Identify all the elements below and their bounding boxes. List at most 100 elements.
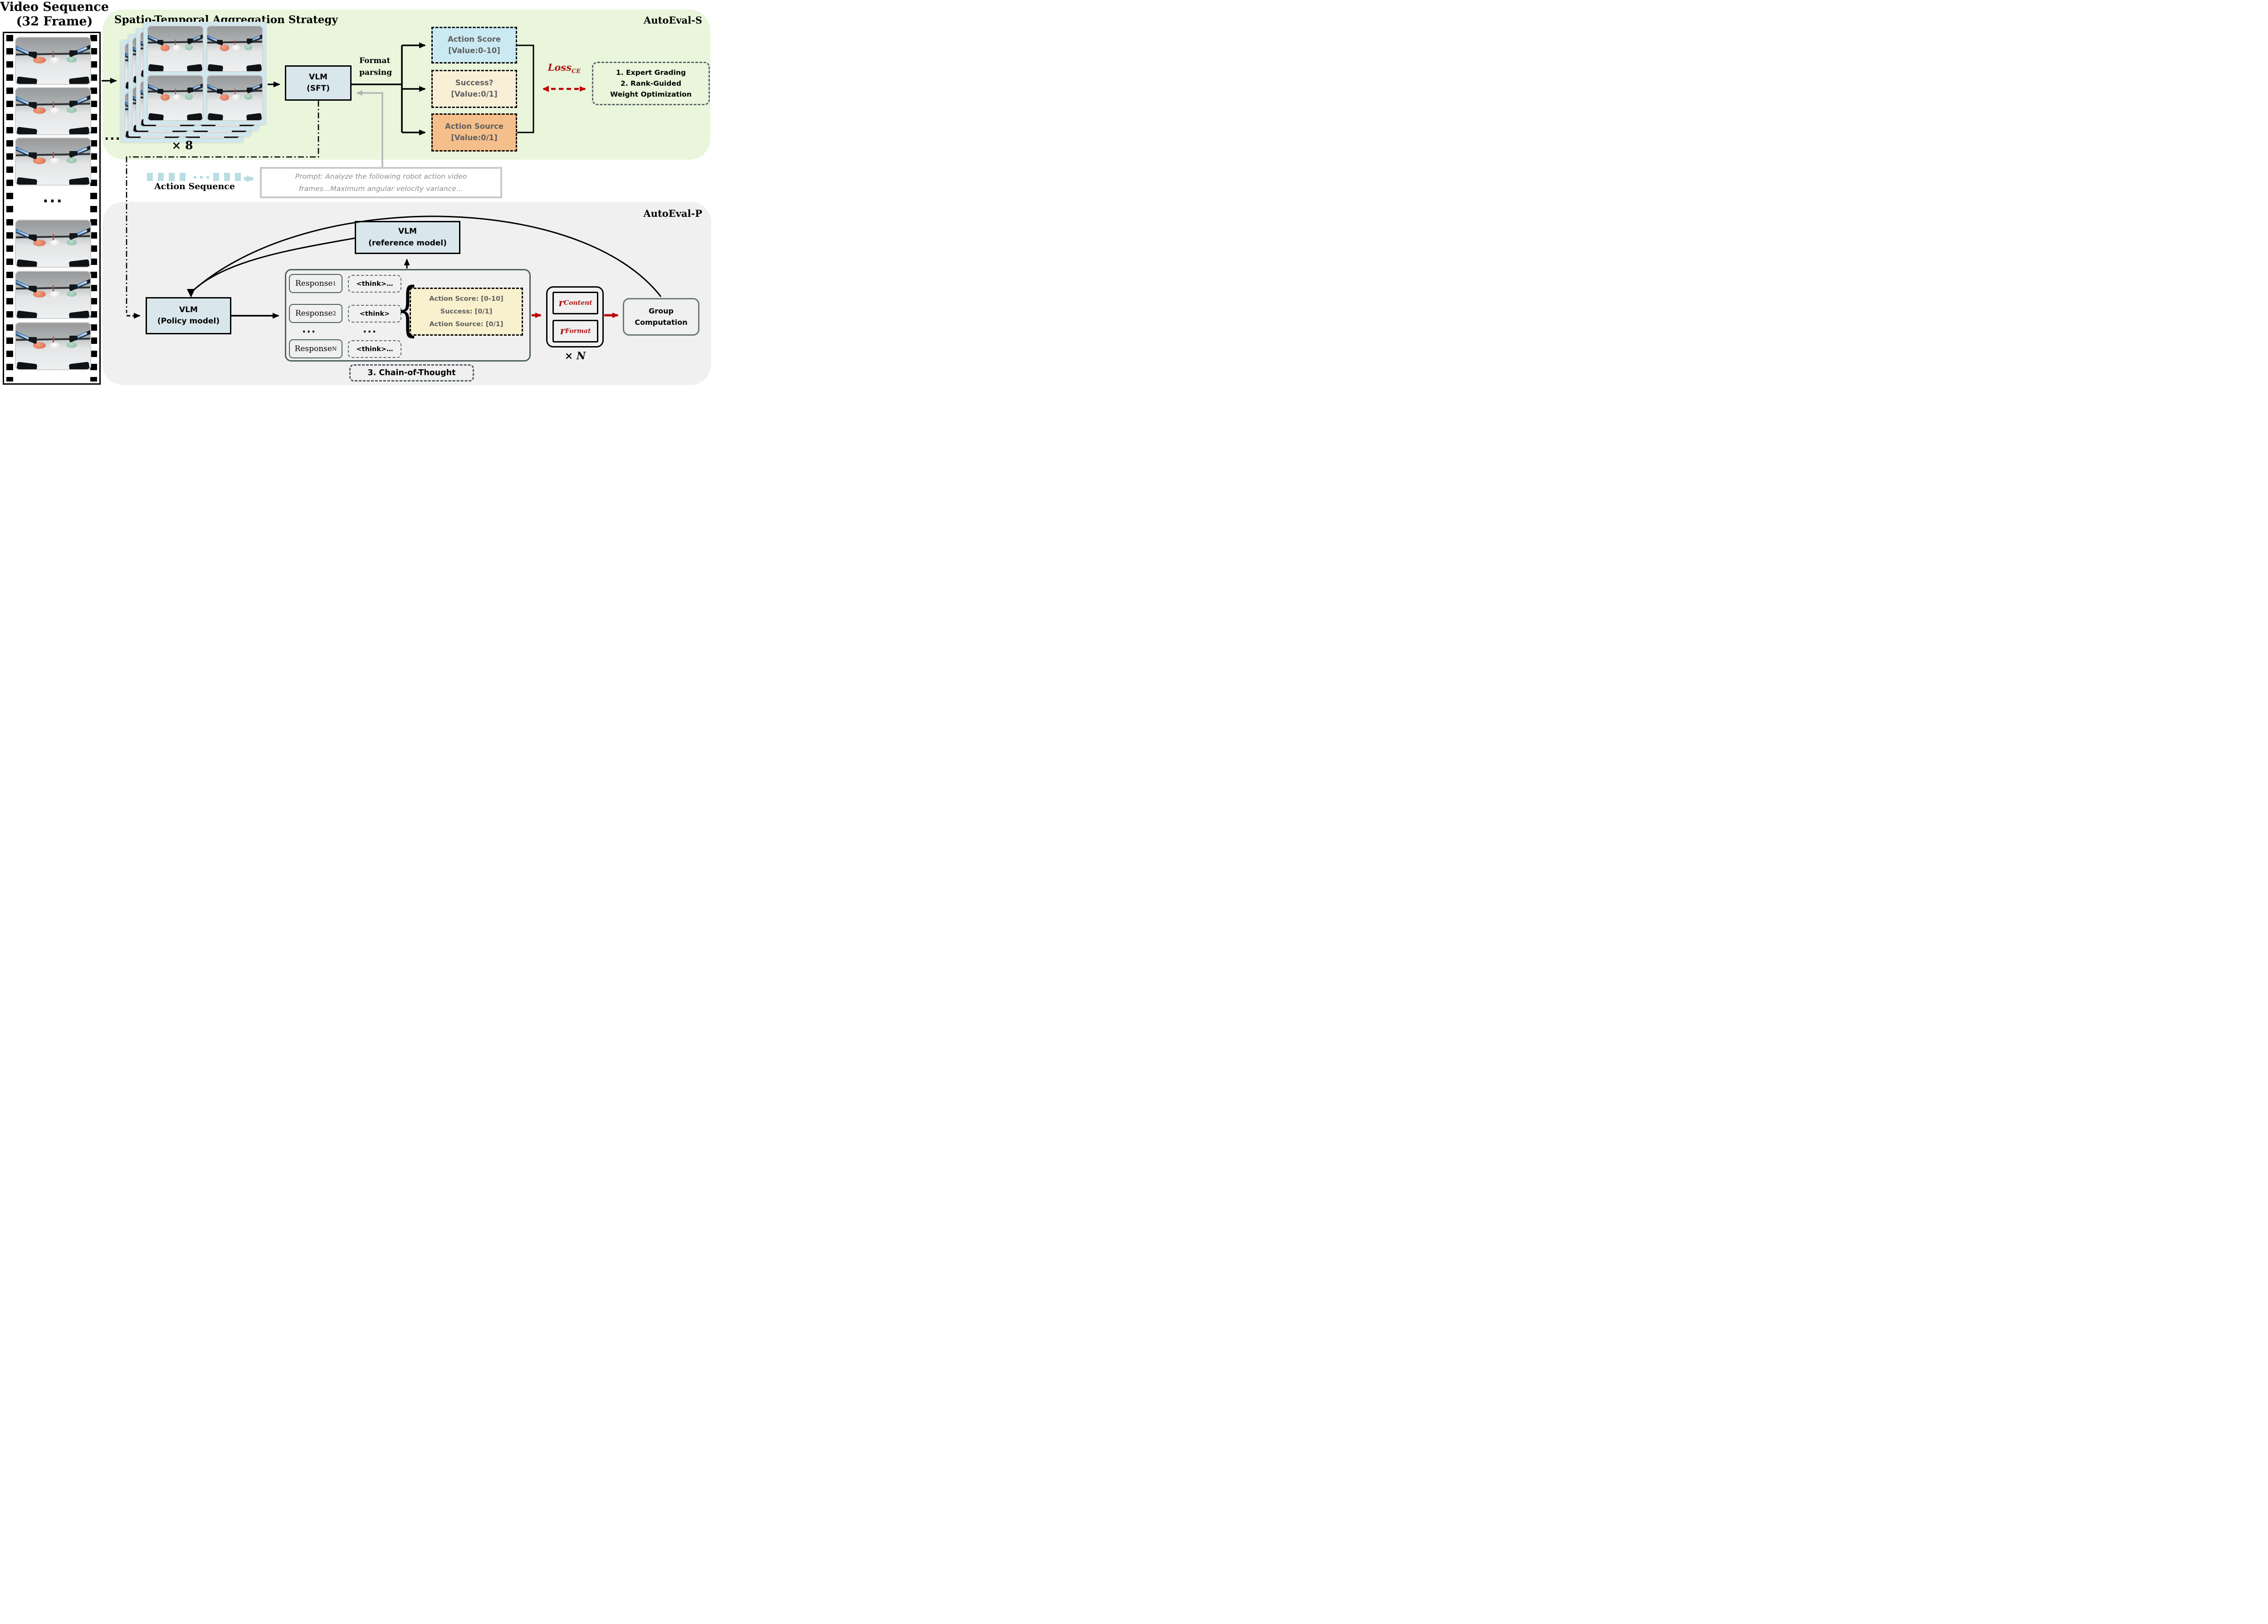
autoeval-p-label: AutoEval-P (643, 208, 702, 219)
vlm-ref-line2: (reference model) (368, 238, 447, 248)
robot-scene (207, 75, 262, 120)
think-2-box: <think> (348, 305, 401, 323)
think-2-text: <think> (359, 310, 390, 318)
response-2-text: Response (295, 309, 333, 318)
vlm-policy-line2: (Policy model) (157, 317, 220, 326)
action-score-line2: [Value:0-10] (448, 46, 500, 55)
think-ellipsis: ... (363, 324, 377, 335)
reward-content-sub: Content (563, 299, 592, 307)
action-token (213, 173, 219, 181)
action-token (180, 173, 186, 181)
expert-line3: Weight Optimization (610, 90, 692, 98)
video-frame-4 (15, 220, 91, 268)
robot-scene (16, 272, 90, 318)
stack-ellipsis: ... (104, 129, 121, 143)
film-ellipsis: ... (43, 189, 64, 206)
action-token (235, 173, 241, 181)
robot-scene (16, 323, 90, 369)
expert-line1: 1. Expert Grading (616, 68, 686, 77)
action-token-dot (194, 176, 196, 179)
times-sign: × (171, 139, 181, 152)
film-sprockets-right (90, 35, 97, 382)
robot-scene (148, 75, 203, 120)
think-1-box: <think>… (348, 275, 401, 293)
think-1-text: <think>… (356, 280, 393, 288)
reward-format-sub: Format (565, 328, 591, 335)
action-token (224, 173, 230, 181)
response-2-sub: 2 (332, 310, 337, 317)
video-frame-1 (15, 37, 91, 85)
action-token-dot (200, 176, 203, 179)
reward-multiplier: × N (552, 350, 598, 362)
loss-sub: CE (572, 68, 581, 75)
prompt-line2: frames…Maximum angular velocity variance… (298, 184, 464, 193)
group-computation-box: Group Computation (623, 298, 699, 336)
stack-count: 8 (185, 139, 193, 152)
response-n-sub: N (332, 346, 337, 352)
times-sign: × (564, 350, 573, 362)
action-source-line1: Action Source (445, 122, 503, 131)
robot-scene (16, 38, 90, 84)
robot-scene (207, 26, 262, 71)
reward-content-base: r (558, 297, 564, 309)
expert-grading-box: 1. Expert Grading 2. Rank-Guided Weight … (592, 62, 710, 105)
action-source-box: Action Source [Value:0/1] (431, 113, 517, 152)
vlm-ref-line1: VLM (398, 227, 417, 236)
video-frame-5 (15, 271, 91, 319)
action-score-box: Action Score [Value:0-10] (431, 27, 517, 64)
chain-of-thought-label: 3. Chain-of-Thought (349, 364, 474, 382)
vlm-sft-box: VLM (SFT) (285, 65, 352, 101)
action-token (169, 173, 175, 181)
frame-card-1 (143, 22, 267, 125)
video-title-line1: Video Sequence (0, 0, 109, 14)
cot-label-text: 3. Chain-of-Thought (367, 368, 456, 377)
action-sequence-label: Action Sequence (154, 181, 235, 191)
prompt-line1: Prompt: Analyze the following robot acti… (295, 172, 467, 181)
response-1-text: Response (295, 279, 333, 288)
success-line2: [Value:0/1] (451, 90, 498, 98)
cot-output-line2: Success: [0/1] (440, 308, 493, 315)
video-frame-3 (15, 137, 91, 186)
cot-output-line3: Action Source: [0/1] (429, 321, 503, 328)
vlm-sft-line2: (SFT) (307, 84, 330, 93)
stack-multiplier: × 8 (160, 139, 205, 152)
robot-scene (16, 88, 90, 134)
vlm-policy-line1: VLM (179, 305, 198, 314)
figure-canvas: Video Sequence (32 Frame) ... Spatio-Tem… (0, 0, 711, 386)
vlm-reference-box: VLM (reference model) (355, 221, 460, 254)
film-sprockets-left (6, 35, 13, 382)
robot-scene (148, 26, 203, 71)
response-n-text: Response (294, 344, 332, 353)
action-token (158, 173, 164, 181)
video-frame-2 (15, 87, 91, 135)
reward-format-base: r (560, 325, 566, 337)
loss-base: Loss (547, 62, 572, 73)
think-n-text: <think>… (356, 345, 393, 353)
format-parsing-label: Format parsing (359, 55, 392, 78)
reward-count: N (577, 350, 586, 362)
action-token-dot (206, 176, 209, 179)
autoeval-s-label: AutoEval-S (644, 15, 702, 26)
vlm-sft-line1: VLM (309, 72, 327, 82)
vlm-policy-box: VLM (Policy model) (146, 297, 231, 334)
response-1-sub: 1 (332, 280, 337, 287)
group-line1: Group (649, 306, 674, 315)
success-box: Success? [Value:0/1] (431, 70, 517, 108)
video-frame-6 (15, 322, 91, 370)
responses-ellipsis: ... (302, 324, 317, 335)
format-line1: Format (359, 56, 391, 65)
group-line2: Computation (635, 318, 688, 327)
action-score-line1: Action Score (447, 34, 501, 44)
cot-output-box: Action Score: [0-10] Success: [0/1] Acti… (410, 288, 523, 336)
prompt-box: Prompt: Analyze the following robot acti… (260, 167, 502, 198)
video-title-line2: (32 Frame) (16, 15, 93, 29)
format-line2: parsing (359, 68, 392, 77)
action-source-line2: [Value:0/1] (451, 133, 498, 142)
robot-scene (16, 220, 90, 267)
robot-scene (16, 138, 90, 185)
